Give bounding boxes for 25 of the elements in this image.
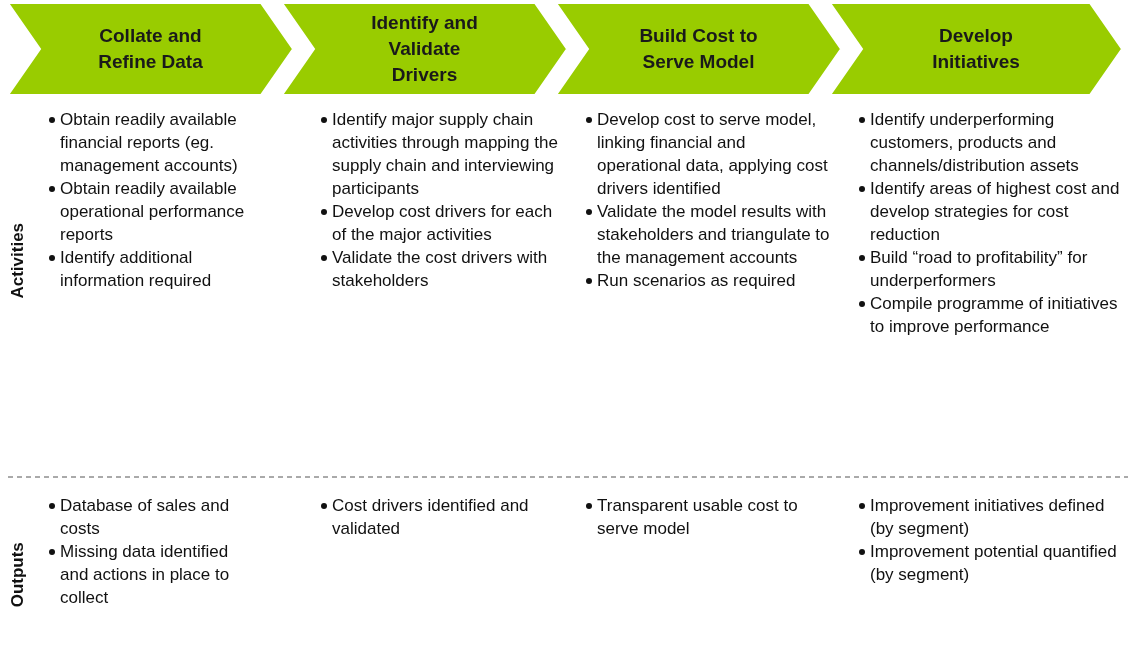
- bullet-text: Identify areas of highest cost and develop strategies for cost reduction: [870, 178, 1120, 246]
- bullet-text: Cost drivers identified and validated: [332, 495, 530, 540]
- bullet-text: Missing data identified and actions in place to collect: [60, 541, 231, 609]
- bullet-text: Identify underperforming customers, products and channels/distribution assets: [870, 109, 1080, 177]
- bullet-text: Transparent usable cost to serve model: [597, 495, 799, 540]
- stage-title: Collate and Refine Data: [97, 24, 204, 74]
- bullet-text: Improvement initiatives defined (by segment): [870, 495, 1106, 540]
- bullet-text: Obtain readily available operational performance reports: [60, 178, 246, 246]
- bullet-text: Improvement potential quantified (by segment): [870, 541, 1118, 586]
- bullet-text: Database of sales and costs: [60, 495, 231, 540]
- bullet-text: Identify major supply chain activities through mapping the supply chain and interviewing participants: [332, 109, 559, 200]
- stage-title: Identify and Validate Drivers: [370, 11, 479, 87]
- bullet-text: Run scenarios as required: [597, 270, 797, 292]
- bullet-text: Develop cost drivers for each of the major activities: [332, 201, 554, 246]
- bullet-text: Obtain readily available financial reports (eg. management accounts): [60, 109, 239, 177]
- stage-title: Build Cost to Serve Model: [638, 24, 759, 74]
- bullet-text: Build “road to profitability” for underperformers: [870, 247, 1089, 292]
- bullet-text: Validate the model results with stakeholders and triangulate to the management accounts: [597, 201, 830, 269]
- row-label: Outputs: [7, 541, 29, 610]
- bullet-text: Identify additional information required: [60, 247, 213, 292]
- stage-title: Develop Initiatives: [931, 24, 1021, 74]
- row-label: Activities: [7, 221, 29, 301]
- bullet-text: Validate the cost drivers with stakeholders: [332, 247, 549, 292]
- bullet-text: Develop cost to serve model, linking financial and operational data, applying cost drivers identified: [597, 109, 829, 200]
- bullet-text: Compile programme of initiatives to improve performance: [870, 293, 1119, 338]
